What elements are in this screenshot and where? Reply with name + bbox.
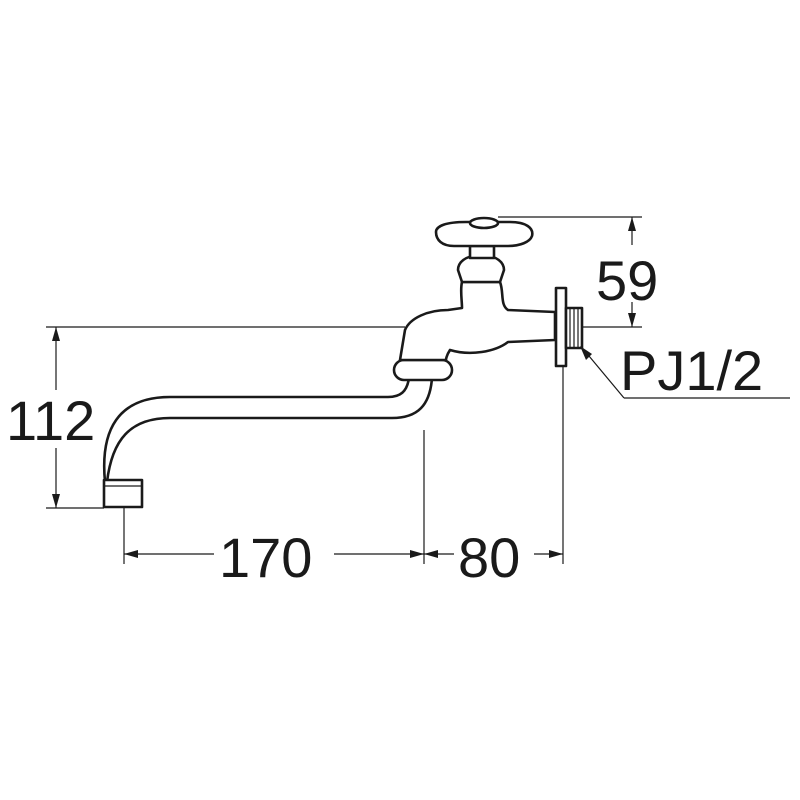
valve-body <box>398 280 557 362</box>
dim-handle-height-label: 59 <box>596 249 658 312</box>
connection-thread-label: PJ1/2 <box>620 339 763 402</box>
spout <box>102 376 434 484</box>
dimension-lines <box>46 216 790 564</box>
bonnet <box>456 254 506 284</box>
wall-flange <box>554 286 568 368</box>
dim-spout-reach-label: 170 <box>219 526 312 589</box>
handle <box>434 220 534 248</box>
swivel-collar <box>392 358 454 382</box>
dim-wall-offset-label: 80 <box>458 526 520 589</box>
dim-overall-height-label: 112 <box>6 389 95 452</box>
spout-tip <box>102 478 144 509</box>
faucet <box>102 216 584 509</box>
